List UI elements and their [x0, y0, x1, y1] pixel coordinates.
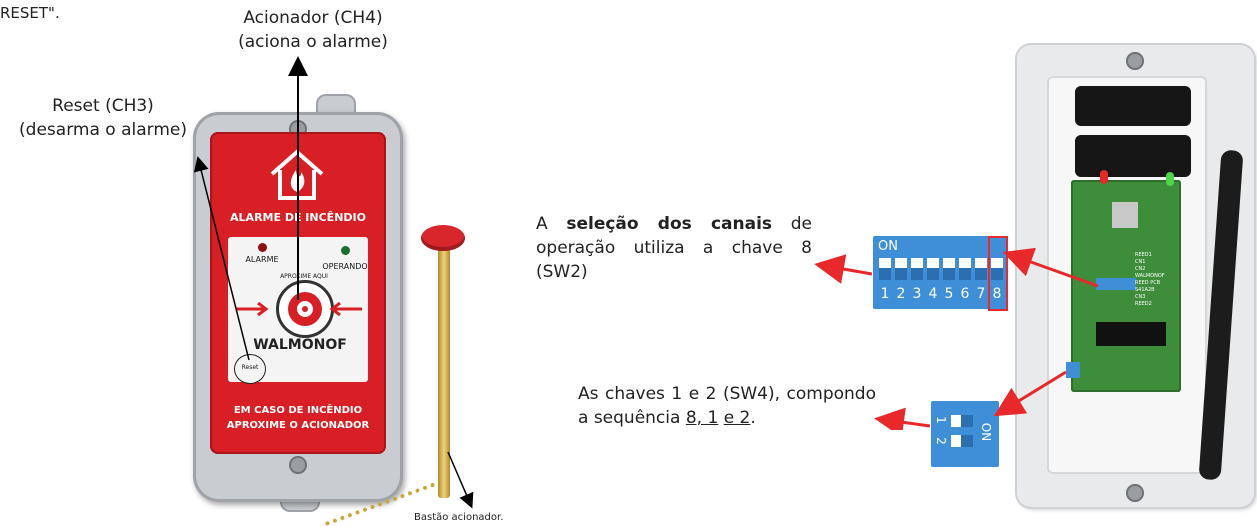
target-center — [302, 306, 308, 312]
dip-number-8: 8 — [992, 286, 1002, 302]
dip-sw4-toggle-1 — [951, 415, 973, 427]
p2-end: . — [750, 408, 756, 428]
device-brand: WALMONOF — [253, 337, 347, 353]
dip-number-1: 1 — [880, 286, 890, 302]
battery-2 — [1075, 135, 1191, 177]
pcb-label-cn3: CN3 — [1135, 294, 1146, 300]
pcb-label-reed1: REED1 — [1135, 252, 1152, 258]
p2-seq-b: e 2 — [723, 408, 751, 428]
arrow-pcb-to-sw4 — [993, 370, 1067, 417]
activator-rod — [438, 240, 450, 498]
arrow-pcb-to-dip — [1002, 247, 1099, 288]
device-footer-line2: APROXIME O ACIONADOR — [226, 420, 370, 431]
receiver-top-screw — [1126, 52, 1144, 70]
pcb-label-reed2: REED2 — [1135, 301, 1152, 307]
dip-toggle-8 — [991, 258, 1003, 280]
p1-bold: seleção dos canais — [566, 214, 773, 234]
pcb-labels: REED1 CN1 CN2 WALMONOF REED PCB S41A2B C… — [1135, 252, 1181, 308]
operando-led-label: OPERANDO — [322, 262, 368, 271]
p1-post: de operação utiliza a chave 8 (SW2) — [536, 214, 812, 282]
ring-text: APROXIME AQUI — [280, 273, 328, 280]
pcb-label-cn2: CN2 — [1135, 266, 1146, 272]
dip-toggle-3 — [911, 258, 923, 280]
reset-button-circle — [234, 354, 266, 384]
black-callout-arrows — [193, 56, 474, 509]
pcb-led-green — [1166, 172, 1174, 186]
channel-selection-text: A seleção dos canais de operação utiliza… — [536, 212, 812, 284]
reset-callout: Reset (CH3) (desarma o alarme) — [3, 94, 203, 142]
bastao-arrow — [447, 451, 474, 509]
pcb-label-model: S41A2B — [1135, 287, 1155, 293]
alarme-led — [258, 243, 267, 252]
operando-led — [341, 246, 350, 255]
pcb-chip — [1096, 322, 1166, 346]
dip-sw4-toggle-2 — [951, 435, 973, 447]
dip-sw2-on-label: ON — [878, 239, 898, 254]
reset-button-label: Reset — [241, 364, 259, 371]
pcb-label-reedpcb: REED PCB — [1135, 280, 1161, 286]
acionador-line2: (aciona o alarme) — [238, 32, 388, 52]
pcb-led-red — [1100, 170, 1108, 184]
dip-number-4: 4 — [928, 286, 938, 302]
pcb-dip-spot-small — [1066, 362, 1080, 378]
dip-number-3: 3 — [912, 286, 922, 302]
dip-number-5: 5 — [944, 286, 954, 302]
acionador-line1: Acionador (CH4) — [243, 8, 383, 28]
red-callout-arrows — [814, 247, 1099, 430]
dip-switch-sw4: 1 2 ON — [931, 401, 999, 467]
pcb-module — [1112, 202, 1138, 228]
receiver-bottom-screw — [1126, 484, 1144, 502]
dip-toggle-7 — [975, 258, 987, 280]
dip-toggle-4 — [927, 258, 939, 280]
p1-pre: A — [536, 214, 567, 234]
dip-sw2-numbers: 1 2 3 4 5 6 7 8 — [879, 286, 1005, 302]
acionador-callout: Acionador (CH4) (aciona o alarme) — [213, 6, 413, 54]
reset-line2: (desarma o alarme) — [19, 120, 187, 140]
p2-pre: As chaves 1 e 2 (SW4), compondo a sequên… — [578, 384, 876, 428]
pcb-dip-spot — [1096, 278, 1136, 290]
intro-fragment: RESET". — [0, 4, 60, 22]
dip-number-2: 2 — [896, 286, 906, 302]
pcb-label-brand: WALMONOF — [1135, 273, 1165, 279]
dip-toggle-1 — [879, 258, 891, 280]
reset-arrow — [193, 156, 250, 361]
device-red-arrows — [236, 302, 362, 316]
arrow-to-text1 — [814, 254, 873, 284]
p2-seq-a: 8, 1 — [685, 408, 719, 428]
dip-sw2-toggles — [879, 258, 1003, 284]
alarme-led-label: ALARME — [245, 255, 279, 264]
pcb-label-cn1: CN1 — [1135, 259, 1146, 265]
dip-sw4-number-2: 2 — [933, 437, 948, 445]
dip-switch-sw2: ON 1 2 3 4 5 6 7 8 — [873, 236, 1008, 311]
dip-toggle-5 — [943, 258, 955, 280]
switch-sequence-text: As chaves 1 e 2 (SW4), compondo a sequên… — [578, 382, 876, 430]
reset-line1: Reset (CH3) — [52, 96, 154, 116]
battery-1 — [1075, 86, 1191, 126]
device-footer-line1: EM CASO DE INCÊNDIO — [233, 405, 363, 416]
dip-toggle-2 — [895, 258, 907, 280]
bastao-label: Bastão acionador. — [414, 512, 504, 523]
arrow-sw4-to-text2 — [874, 407, 931, 430]
dip-number-7: 7 — [976, 286, 986, 302]
dip-number-6: 6 — [960, 286, 970, 302]
dip-toggle-6 — [959, 258, 971, 280]
device-bottom-screw — [289, 456, 307, 474]
activator-rod-knob — [421, 225, 465, 251]
